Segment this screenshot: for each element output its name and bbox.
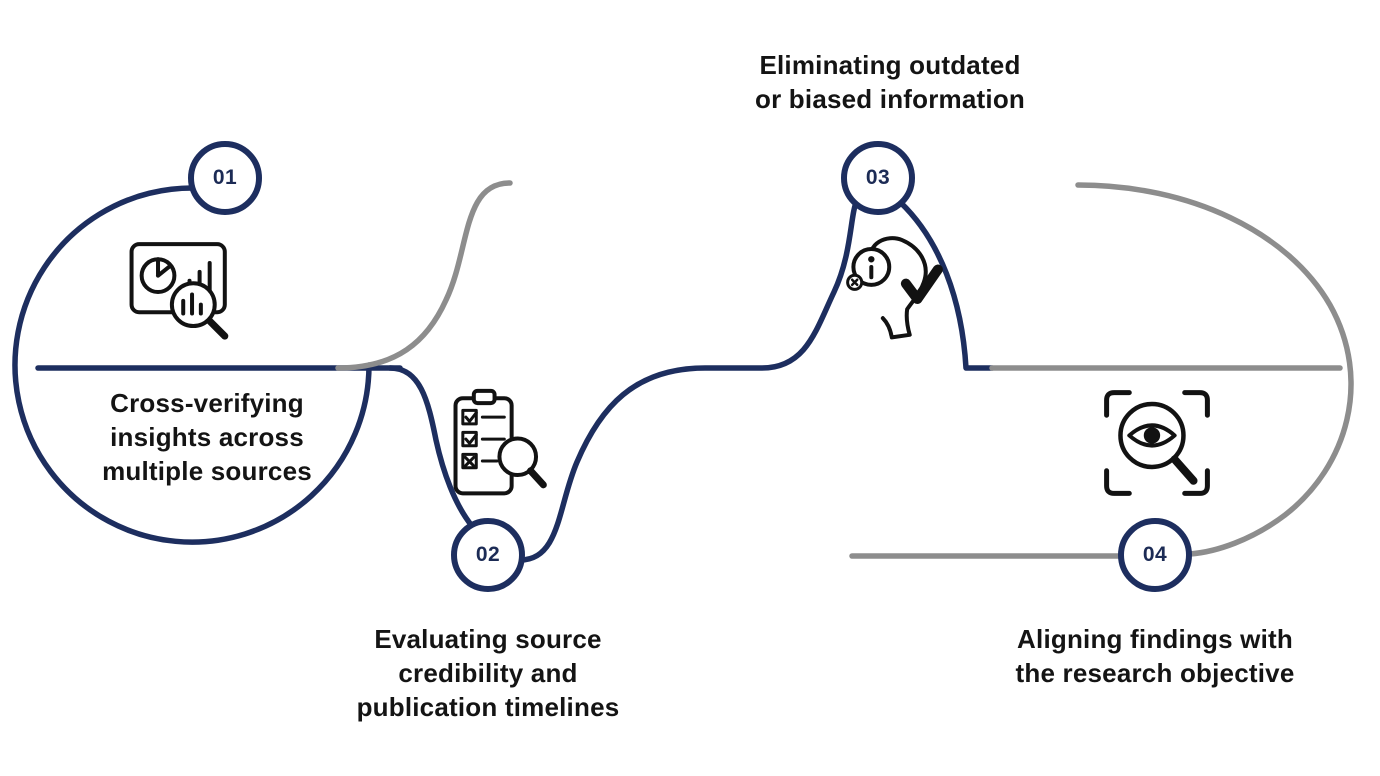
step-2-badge: 02 [451, 518, 525, 592]
connector-step4-loop [1075, 182, 1354, 557]
eye-scan-magnifier-icon [1094, 380, 1220, 506]
step-4-label-line-2: the research objective [1015, 658, 1295, 688]
connector-gray-s-curve [335, 180, 513, 371]
dashboard-magnifier-icon [124, 224, 250, 350]
step-4-number: 04 [1142, 543, 1168, 566]
step-1-label-line-3: multiple sources [102, 456, 312, 486]
step-4-badge: 04 [1118, 518, 1192, 592]
step-4-label-line-1: Aligning findings with [1017, 624, 1293, 654]
step-3-label-line-2: or biased information [754, 84, 1025, 114]
step-2-label-line-3: publication timelines [356, 692, 620, 722]
connector-step2-to-step3 [517, 197, 860, 563]
step-2-label-line-1: Evaluating source [374, 624, 602, 654]
head-info-check-icon [815, 226, 943, 354]
connector-descent-step2 [387, 365, 475, 529]
step-1-label-line-2: insights across [110, 422, 304, 452]
step-4-label: Aligning findings with the research obje… [970, 622, 1340, 690]
step-1-number: 01 [212, 166, 238, 189]
step-1-label-line-1: Cross-verifying [110, 388, 304, 418]
step-2-label-line-2: credibility and [398, 658, 578, 688]
step-2-label: Evaluating source credibility and public… [313, 622, 663, 724]
step-2-number: 02 [475, 543, 501, 566]
step-3-badge: 03 [841, 141, 915, 215]
step-1-label: Cross-verifying insights across multiple… [62, 386, 352, 488]
step-3-label-line-1: Eliminating outdated [759, 50, 1021, 80]
connector-step3-down [897, 199, 995, 371]
step-3-label: Eliminating outdated or biased informati… [710, 48, 1070, 116]
connector-step1-loop [12, 185, 372, 545]
step-3-number: 03 [865, 166, 891, 189]
step-1-badge: 01 [188, 141, 262, 215]
checklist-magnifier-icon [436, 386, 558, 508]
